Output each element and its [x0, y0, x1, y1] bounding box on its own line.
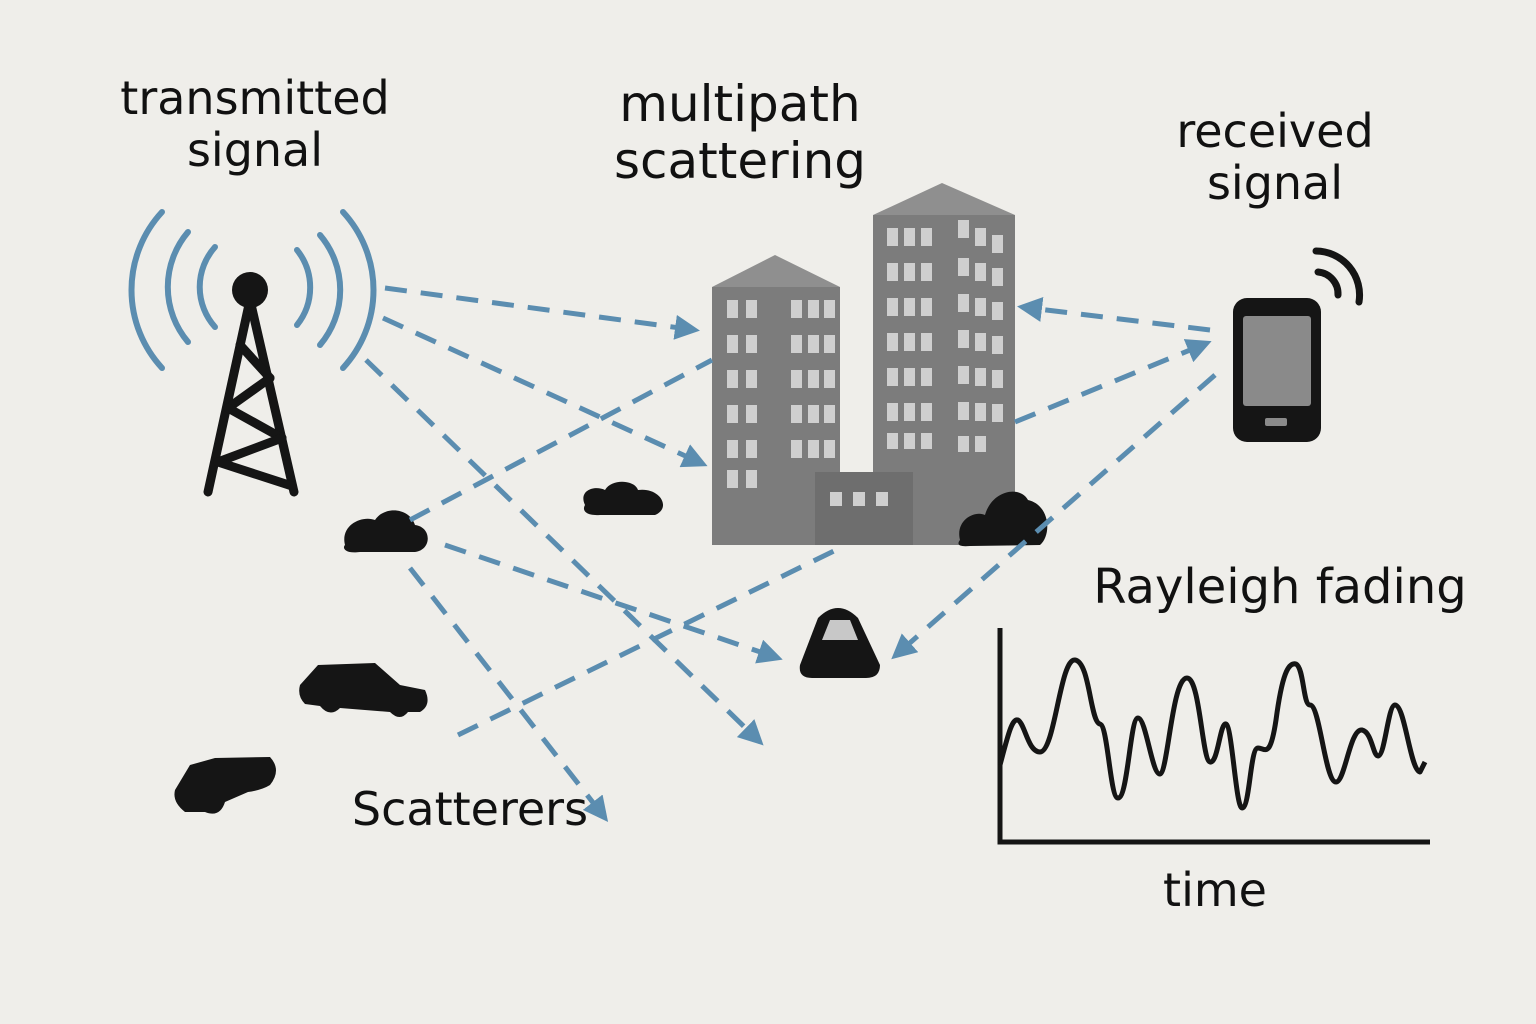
- multipath-rays-plain: [408, 357, 842, 738]
- radio-wave-icon: [128, 209, 377, 371]
- receiver-box-icon: [799, 608, 880, 678]
- received-signal-label: received signal: [1125, 105, 1425, 210]
- received-label-line1: received: [1176, 104, 1374, 158]
- rayleigh-fading-plot: [997, 628, 1430, 845]
- transmitted-label-line2: signal: [186, 123, 324, 178]
- scatterers-label: Scatterers: [351, 782, 589, 836]
- building-icon: [712, 183, 1015, 545]
- car-icon: [174, 663, 428, 814]
- multipath-label-line1: multipath: [619, 75, 861, 133]
- multipath-scattering-label: multipath scattering: [575, 76, 905, 190]
- bush-icon: [343, 481, 1048, 553]
- smartphone-icon: [1233, 247, 1364, 442]
- rayleigh-fading-label: Rayleigh fading: [1093, 559, 1467, 615]
- multipath-label-line2: scattering: [613, 132, 867, 190]
- received-label-line2: signal: [1206, 156, 1344, 211]
- time-axis-label: time: [1163, 863, 1267, 917]
- cell-tower-icon: [203, 272, 299, 497]
- transmitted-label-line1: transmitted: [120, 71, 390, 125]
- transmitted-signal-label: transmitted signal: [95, 72, 415, 177]
- multipath-rays: [364, 285, 1217, 822]
